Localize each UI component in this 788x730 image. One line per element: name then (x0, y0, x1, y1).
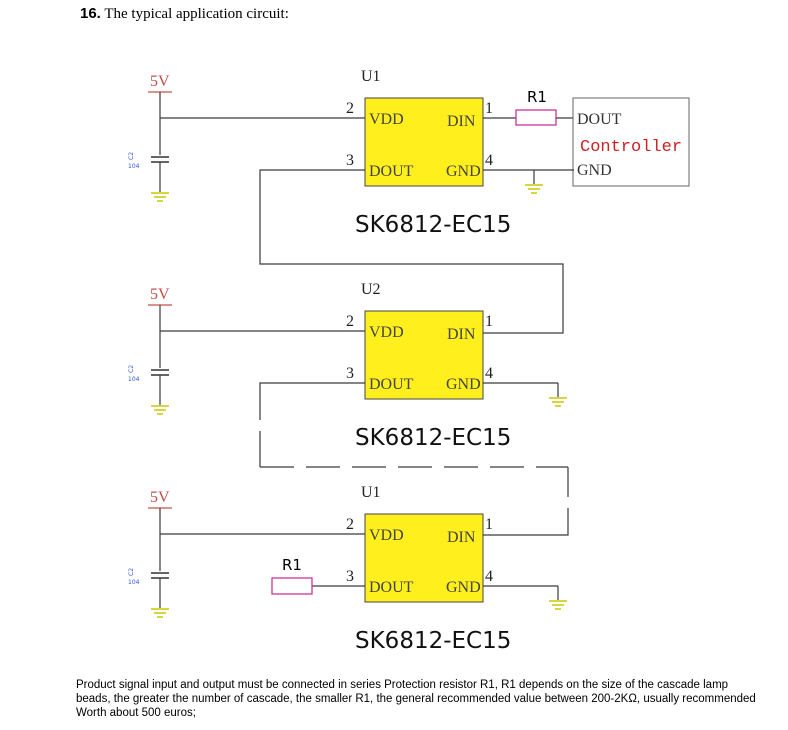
controller-dout-label: DOUT (577, 111, 622, 128)
part-name: SK6812-EC15 (355, 212, 511, 238)
pin-number-dout: 3 (346, 152, 354, 169)
pin-label-gnd: GND (446, 579, 481, 596)
pin-label-din: DIN (447, 113, 476, 130)
controller-name: Controller (580, 138, 682, 157)
pin-label-gnd: GND (446, 163, 481, 180)
pin-number-dout: 3 (346, 365, 354, 382)
supply-label: 5V (150, 489, 170, 506)
application-note: Product signal input and output must be … (76, 679, 756, 719)
chip-body (364, 310, 484, 400)
pin-number-din: 1 (485, 313, 493, 330)
wire-u1-dout-to-u2-din (259, 169, 564, 334)
chip-body (364, 513, 484, 603)
capacitor-value: 104 (128, 579, 140, 586)
pin-number-dout: 3 (346, 568, 354, 585)
chip-reference: U2 (361, 281, 381, 298)
section-title: The typical application circuit: (104, 6, 289, 22)
pin-label-dout: DOUT (369, 376, 414, 393)
wire-to-u3-din (483, 508, 569, 536)
pin-number-vdd: 2 (346, 313, 354, 330)
wire-u2-dout (259, 382, 365, 420)
pin-label-vdd: VDD (369, 527, 404, 544)
resistor-r1-bottom-label: R1 (282, 556, 302, 574)
controller-gnd-label: GND (577, 162, 612, 179)
chip-reference: U1 (361, 484, 381, 501)
pin-number-din: 1 (485, 100, 493, 117)
pin-number-vdd: 2 (346, 516, 354, 533)
pin-number-din: 1 (485, 516, 493, 533)
capacitor-name: C2 (128, 568, 135, 576)
section-number: 16. (80, 5, 101, 22)
supply-label: 5V (150, 286, 170, 303)
pin-label-gnd: GND (446, 376, 481, 393)
chip-body (364, 97, 484, 187)
resistor-r1-top-label: R1 (527, 88, 547, 106)
pin-number-gnd: 4 (485, 568, 493, 585)
section-heading: 16. The typical application circuit: (80, 5, 289, 23)
pin-label-din: DIN (447, 529, 476, 546)
capacitor-value: 104 (128, 376, 140, 383)
pin-label-vdd: VDD (369, 111, 404, 128)
pin-number-vdd: 2 (346, 100, 354, 117)
pin-label-din: DIN (447, 326, 476, 343)
pin-label-vdd: VDD (369, 324, 404, 341)
pin-number-gnd: 4 (485, 152, 493, 169)
capacitor-value: 104 (128, 163, 140, 170)
pin-number-gnd: 4 (485, 365, 493, 382)
ground-symbol-top (525, 184, 543, 194)
controller-box (572, 97, 690, 187)
capacitor-name: C2 (128, 365, 135, 373)
resistor-r1-bottom (271, 577, 313, 595)
supply-label: 5V (150, 73, 170, 90)
pin-label-dout: DOUT (369, 163, 414, 180)
part-name: SK6812-EC15 (355, 425, 511, 451)
part-name: SK6812-EC15 (355, 628, 511, 654)
pin-label-dout: DOUT (369, 579, 414, 596)
capacitor-name: C2 (128, 152, 135, 160)
resistor-r1-top (515, 109, 557, 126)
chip-reference: U1 (361, 68, 381, 85)
